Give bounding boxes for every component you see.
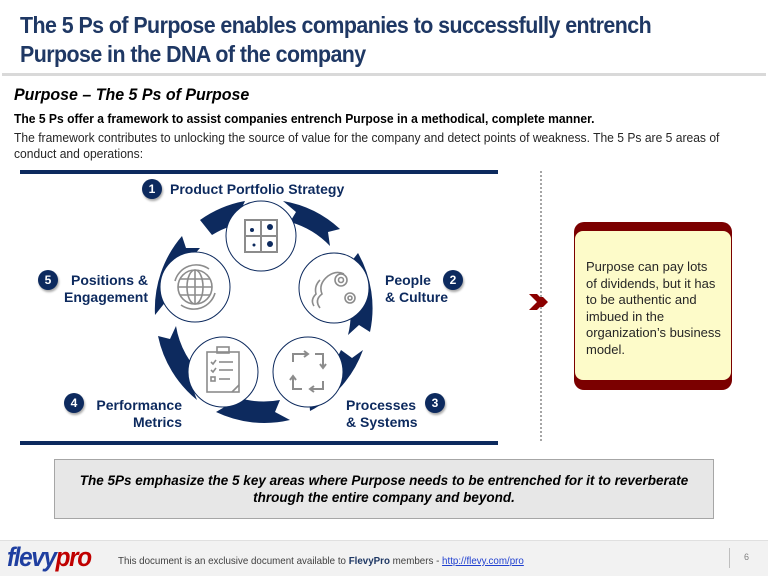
clipboard-checklist-icon [206, 346, 240, 393]
flevypro-logo: flevypro [7, 542, 92, 572]
summary-box: The 5Ps emphasize the 5 key areas where … [54, 459, 714, 519]
title-line-2: Purpose in the DNA of the company [20, 41, 366, 67]
step-badge-4: 4 [64, 393, 84, 413]
footer-notice: This document is an exclusive document a… [118, 555, 524, 567]
callout-box: Purpose can pay lots of dividends, but i… [574, 222, 732, 390]
head-gears-icon [311, 271, 356, 309]
lead-text: The 5 Ps offer a framework to assist com… [14, 111, 595, 126]
label-performance-metrics: Performance Metrics [96, 397, 182, 430]
process-cycle-arrows-icon [289, 350, 327, 393]
footer: flevypro This document is an exclusive d… [0, 540, 768, 576]
step-badge-3: 3 [425, 393, 445, 413]
matrix-grid-icon [244, 219, 278, 253]
page-separator [729, 548, 730, 568]
icon-circle-product-portfolio [225, 200, 297, 272]
step-badge-2: 2 [443, 270, 463, 290]
page-title: The 5 Ps of Purpose enables companies to… [20, 11, 764, 69]
top-divider [20, 170, 498, 174]
icon-circle-performance-metrics [187, 336, 259, 408]
label-product-portfolio-strategy: Product Portfolio Strategy [170, 181, 345, 197]
title-line-1: The 5 Ps of Purpose enables companies to… [20, 12, 652, 38]
body-text: The framework contributes to unlocking t… [14, 130, 720, 161]
icon-circle-people-culture [298, 252, 370, 324]
title-bar: The 5 Ps of Purpose enables companies to… [2, 2, 766, 76]
summary-text: The 5Ps emphasize the 5 key areas where … [79, 473, 689, 505]
section-subtitle: Purpose – The 5 Ps of Purpose [14, 85, 250, 104]
callout-text: Purpose can pay lots of dividends, but i… [575, 231, 731, 380]
globe-rotate-icon [174, 264, 216, 310]
bottom-divider [20, 441, 498, 445]
double-chevron-right-icon [529, 294, 548, 310]
icon-circle-positions-engagement [159, 251, 231, 323]
label-people-culture: People & Culture [385, 272, 448, 305]
icon-circle-processes-systems [272, 336, 344, 408]
page-number: 6 [744, 552, 750, 562]
flevypro-link[interactable]: http://flevy.com/pro [442, 555, 524, 567]
step-badge-5: 5 [38, 270, 58, 290]
label-positions-engagement: Positions & Engagement [63, 272, 148, 305]
label-processes-systems: Processes & Systems [346, 397, 418, 430]
step-badge-1: 1 [142, 179, 162, 199]
